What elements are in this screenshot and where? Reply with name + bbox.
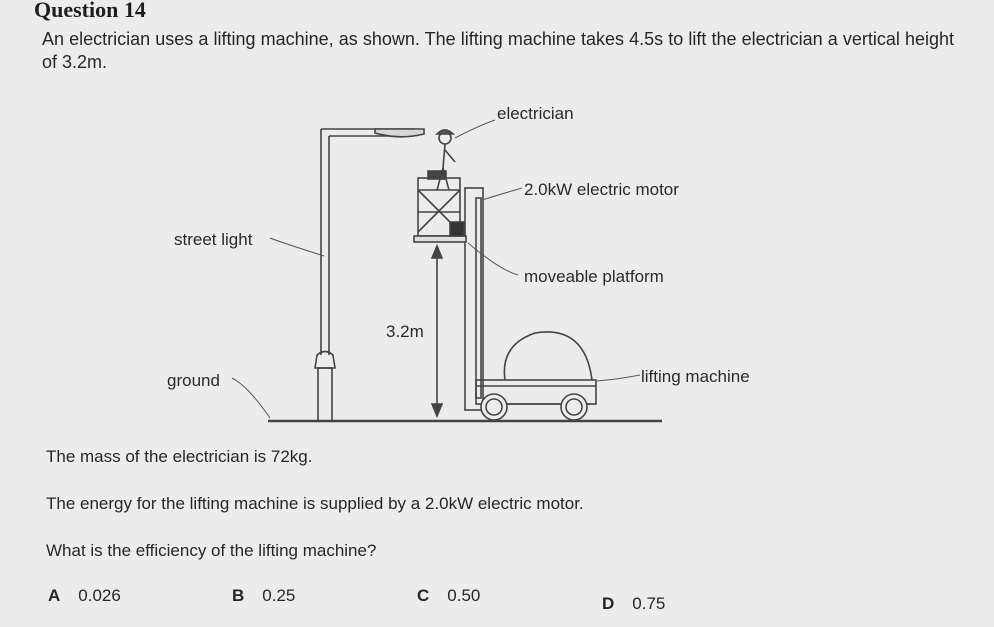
option-value: 0.25 xyxy=(262,586,296,605)
leader-street-light xyxy=(269,237,325,257)
street-light xyxy=(314,128,425,422)
leader-platform xyxy=(467,242,519,276)
label-machine: lifting machine xyxy=(641,367,750,386)
option-b[interactable]: B 0.25 xyxy=(232,586,295,606)
question-prompt: What is the efficiency of the lifting ma… xyxy=(46,541,377,560)
option-value: 0.026 xyxy=(78,586,121,605)
question-title: Question 14 xyxy=(34,0,146,22)
leader-ground xyxy=(231,377,271,419)
option-c[interactable]: C 0.50 xyxy=(417,586,480,606)
label-electrician: electrician xyxy=(497,104,574,123)
lifting-machine-body xyxy=(475,331,597,421)
option-letter: D xyxy=(602,594,615,613)
lifting-mast xyxy=(464,187,484,411)
height-arrow xyxy=(430,243,444,419)
leader-machine xyxy=(596,374,641,382)
label-height: 3.2m xyxy=(386,322,424,341)
option-value: 0.75 xyxy=(632,594,666,613)
label-motor: 2.0kW electric motor xyxy=(524,180,679,199)
option-letter: C xyxy=(417,586,430,605)
question-intro: An electrician uses a lifting machine, a… xyxy=(42,29,954,72)
leader-motor xyxy=(481,187,523,201)
option-letter: A xyxy=(48,586,61,605)
moveable-platform xyxy=(413,177,467,243)
leader-electrician xyxy=(454,119,496,139)
electrician-figure xyxy=(427,129,456,191)
label-ground: ground xyxy=(167,371,220,390)
label-street-light: street light xyxy=(174,230,253,249)
option-letter: B xyxy=(232,586,245,605)
energy-statement: The energy for the lifting machine is su… xyxy=(46,494,584,513)
option-a[interactable]: A 0.026 xyxy=(48,586,121,606)
option-d[interactable]: D 0.75 xyxy=(602,594,665,614)
label-platform: moveable platform xyxy=(524,267,664,286)
mass-statement: The mass of the electrician is 72kg. xyxy=(46,447,313,466)
option-value: 0.50 xyxy=(447,586,481,605)
